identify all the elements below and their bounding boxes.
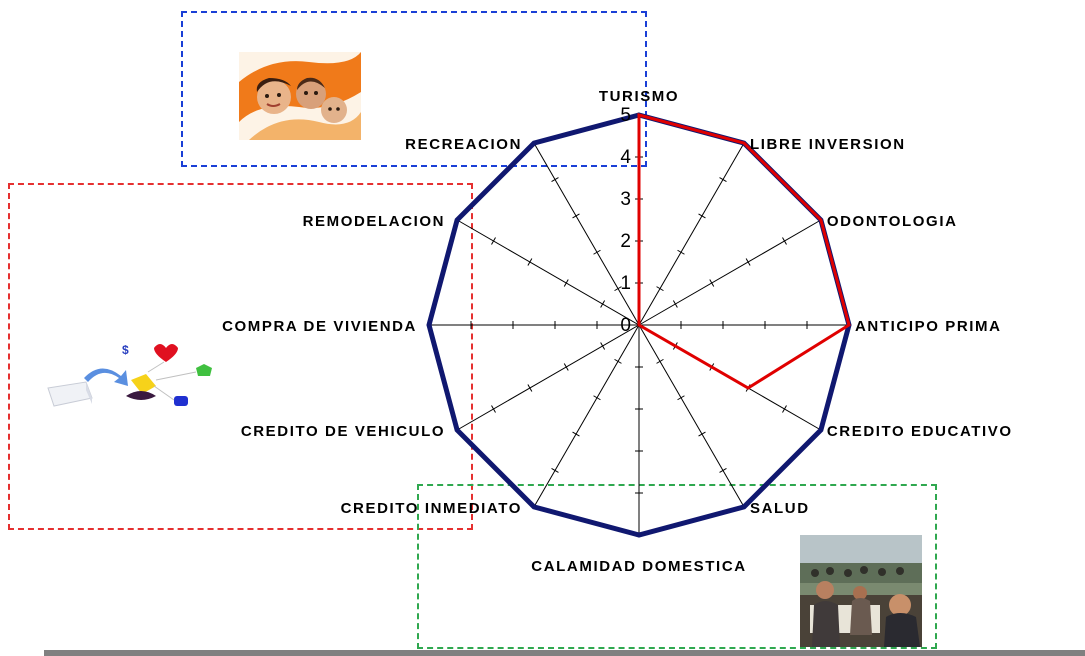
radar-tick-mark xyxy=(656,286,664,292)
radial-tick-label: 3 xyxy=(620,189,631,210)
housing-vehicle-group-box xyxy=(8,183,473,530)
radar-tick-mark xyxy=(782,405,787,413)
radar-tick-mark xyxy=(491,237,496,245)
category-label: COMPRA DE VIVIENDA xyxy=(222,318,417,335)
radar-tick-mark xyxy=(614,286,622,292)
radar-tick-mark xyxy=(698,213,706,219)
community-photo xyxy=(800,535,922,647)
radar-spoke xyxy=(456,324,640,431)
radial-tick-label: 4 xyxy=(620,147,631,168)
radar-spoke xyxy=(638,324,745,508)
radar-tick-mark xyxy=(709,279,715,287)
radar-tick-mark xyxy=(672,300,678,308)
radar-spoke xyxy=(638,219,822,326)
radar-tick-mark xyxy=(677,395,685,401)
radial-tick-label: 0 xyxy=(620,315,631,336)
radar-tick-mark xyxy=(551,468,559,473)
category-label: REMODELACION xyxy=(303,213,446,230)
category-label: TURISMO xyxy=(599,88,679,105)
category-label: ANTICIPO PRIMA xyxy=(855,318,1002,335)
category-label: CALAMIDAD DOMESTICA xyxy=(531,558,746,575)
radar-tick-mark xyxy=(527,258,533,266)
radar-tick-mark xyxy=(593,395,601,401)
category-label: SALUD xyxy=(750,500,810,517)
radar-spoke xyxy=(638,142,745,326)
radar-tick-mark xyxy=(656,358,664,364)
radial-tick-label: 1 xyxy=(620,273,631,294)
radar-tick-mark xyxy=(782,237,787,245)
category-label: CREDITO INMEDIATO xyxy=(341,500,522,517)
radar-tick-mark xyxy=(572,213,580,219)
radar-tick-mark xyxy=(491,405,496,413)
radial-tick-label: 2 xyxy=(620,231,631,252)
radar-tick-mark xyxy=(677,249,685,255)
svg-text:$: $ xyxy=(122,343,129,357)
recreation-group-box xyxy=(181,11,647,167)
category-label: CREDITO EDUCATIVO xyxy=(827,423,1013,440)
radar-tick-mark xyxy=(572,431,580,437)
radar-tick-mark xyxy=(600,342,606,350)
finance-clipart: $ xyxy=(46,338,226,413)
bottom-divider xyxy=(44,650,1085,656)
category-label: ODONTOLOGIA xyxy=(827,213,958,230)
health-calamity-group-box xyxy=(417,484,937,649)
radar-tick-mark xyxy=(551,177,559,182)
radar-series-2 xyxy=(637,113,851,390)
radar-tick-mark xyxy=(614,358,622,364)
radar-tick-mark xyxy=(600,300,606,308)
radar-spoke xyxy=(533,324,640,508)
radar-tick-mark xyxy=(719,468,727,473)
radar-tick-mark xyxy=(719,177,727,182)
radial-tick-label: 5 xyxy=(620,105,631,126)
radar-tick-mark xyxy=(698,431,706,437)
radar-tick-mark xyxy=(593,249,601,255)
radar-tick-mark xyxy=(745,258,751,266)
radar-spoke xyxy=(533,142,640,326)
category-label: CREDITO DE VEHICULO xyxy=(241,423,445,440)
radar-tick-mark xyxy=(563,279,569,287)
radar-spoke xyxy=(456,219,640,326)
category-label: LIBRE INVERSION xyxy=(750,136,906,153)
family-photo xyxy=(239,52,361,140)
radar-tick-mark xyxy=(527,384,533,392)
radar-tick-mark xyxy=(563,363,569,371)
category-label: RECREACION xyxy=(405,136,522,153)
